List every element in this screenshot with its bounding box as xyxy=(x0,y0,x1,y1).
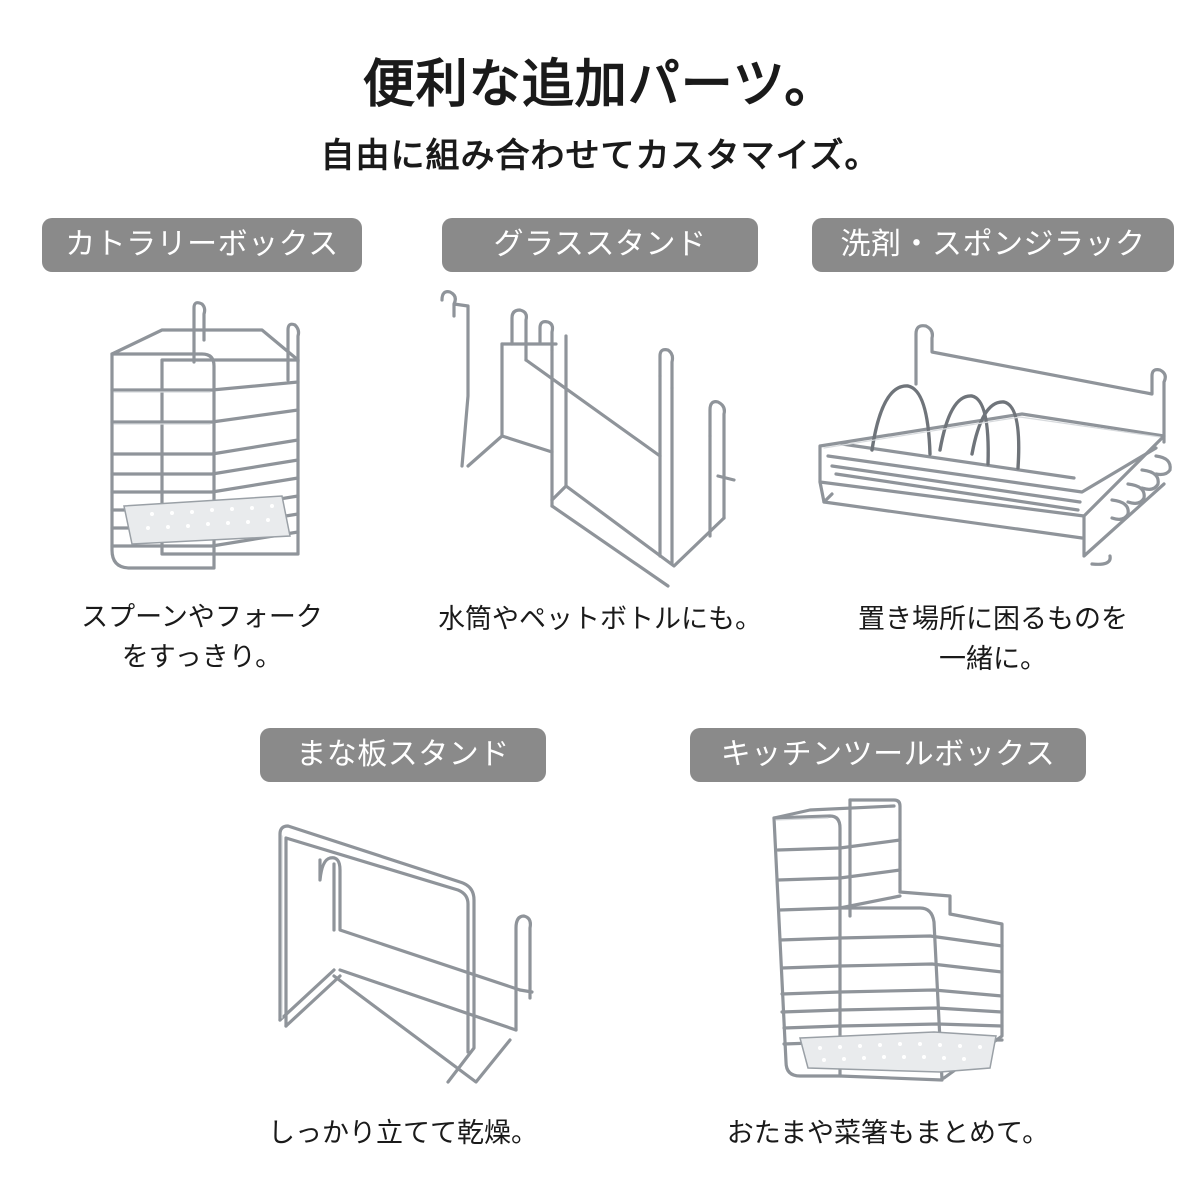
kitchen-tool-box-illustration xyxy=(770,796,1010,1086)
caption-line: 置き場所に困るものを xyxy=(858,604,1128,635)
part-card-cutlery-box: カトラリーボックス xyxy=(42,218,362,688)
part-caption: 水筒やペットボトルにも。 xyxy=(422,600,778,640)
caption-line: しっかり立てて乾燥。 xyxy=(268,1118,538,1149)
caption-line: スプーンやフォーク xyxy=(81,602,323,633)
part-label: カトラリーボックス xyxy=(42,218,362,272)
part-caption: しっかり立てて乾燥。 xyxy=(230,1114,576,1154)
part-caption: おたまや菜箸もまとめて。 xyxy=(690,1114,1086,1154)
part-label: グラススタンド xyxy=(442,218,758,272)
part-card-detergent-sponge-rack: 洗剤・スポンジラック xyxy=(812,218,1174,688)
part-caption: 置き場所に困るものを 一緒に。 xyxy=(812,600,1174,680)
caption-line: をすっきり。 xyxy=(121,642,283,673)
part-card-glass-stand: グラススタンド 水筒やペットボトルにも。 xyxy=(438,218,762,648)
cutlery-box-illustration xyxy=(102,300,302,572)
cutting-board-stand-illustration xyxy=(270,820,540,1100)
part-card-kitchen-tool-box: キッチンツールボックス xyxy=(690,728,1086,1158)
part-label: まな板スタンド xyxy=(260,728,546,782)
caption-line: 一緒に。 xyxy=(939,644,1047,675)
detergent-sponge-rack-illustration xyxy=(812,324,1174,574)
glass-stand-illustration xyxy=(438,286,738,588)
part-caption: スプーンやフォーク をすっきり。 xyxy=(42,598,362,678)
caption-line: おたまや菜箸もまとめて。 xyxy=(726,1118,1050,1149)
part-label: キッチンツールボックス xyxy=(690,728,1086,782)
page-subtitle: 自由に組み合わせてカスタマイズ。 xyxy=(320,136,880,176)
caption-line: 水筒やペットボトルにも。 xyxy=(438,604,762,635)
part-card-cutting-board-stand: まな板スタンド しっかり立てて乾燥。 xyxy=(260,728,546,1158)
page-title: 便利な追加パーツ。 xyxy=(362,55,838,115)
part-label: 洗剤・スポンジラック xyxy=(812,218,1174,272)
